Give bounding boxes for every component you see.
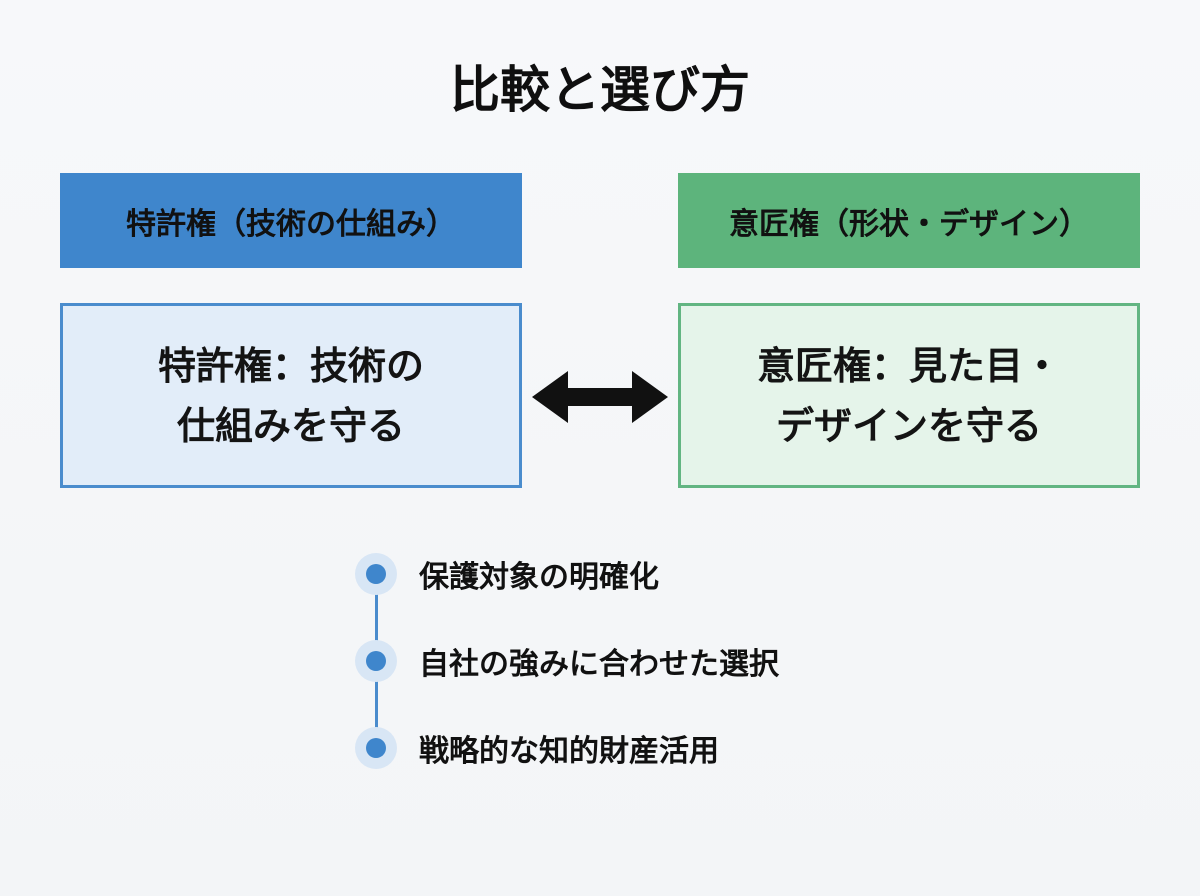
design-description-line-1: 意匠権：見た目・ <box>756 343 1061 388</box>
timeline-item-label: 保護対象の明確化 <box>419 560 659 595</box>
patent-description-line-1: 特許権：技術の <box>157 343 424 388</box>
design-right-header: 意匠権（形状・デザイン） <box>678 173 1140 268</box>
timeline-item: 自社の強みに合わせた選択 <box>355 639 779 683</box>
patent-header: 特許権（技術の仕組み） <box>60 173 522 268</box>
timeline-dot-icon <box>355 553 397 595</box>
double-headed-arrow-icon <box>532 371 668 423</box>
page-title: 比較と選び方 <box>450 61 750 119</box>
timeline-item: 戦略的な知的財産活用 <box>355 726 719 770</box>
timeline-item: 保護対象の明確化 <box>355 552 659 596</box>
timeline-dot-icon <box>355 727 397 769</box>
timeline-dot-icon <box>355 640 397 682</box>
patent-description-line-2: 仕組みを守る <box>176 403 405 448</box>
timeline-item-label: 自社の強みに合わせた選択 <box>419 647 779 682</box>
timeline-item-label: 戦略的な知的財産活用 <box>419 734 719 769</box>
patent-description-box: 特許権：技術の 仕組みを守る <box>60 303 522 488</box>
design-description-box: 意匠権：見た目・ デザインを守る <box>678 303 1140 488</box>
selection-points-timeline: 保護対象の明確化 自社の強みに合わせた選択 戦略的な知的財産活用 <box>355 548 955 778</box>
design-description-line-2: デザインを守る <box>775 403 1042 448</box>
